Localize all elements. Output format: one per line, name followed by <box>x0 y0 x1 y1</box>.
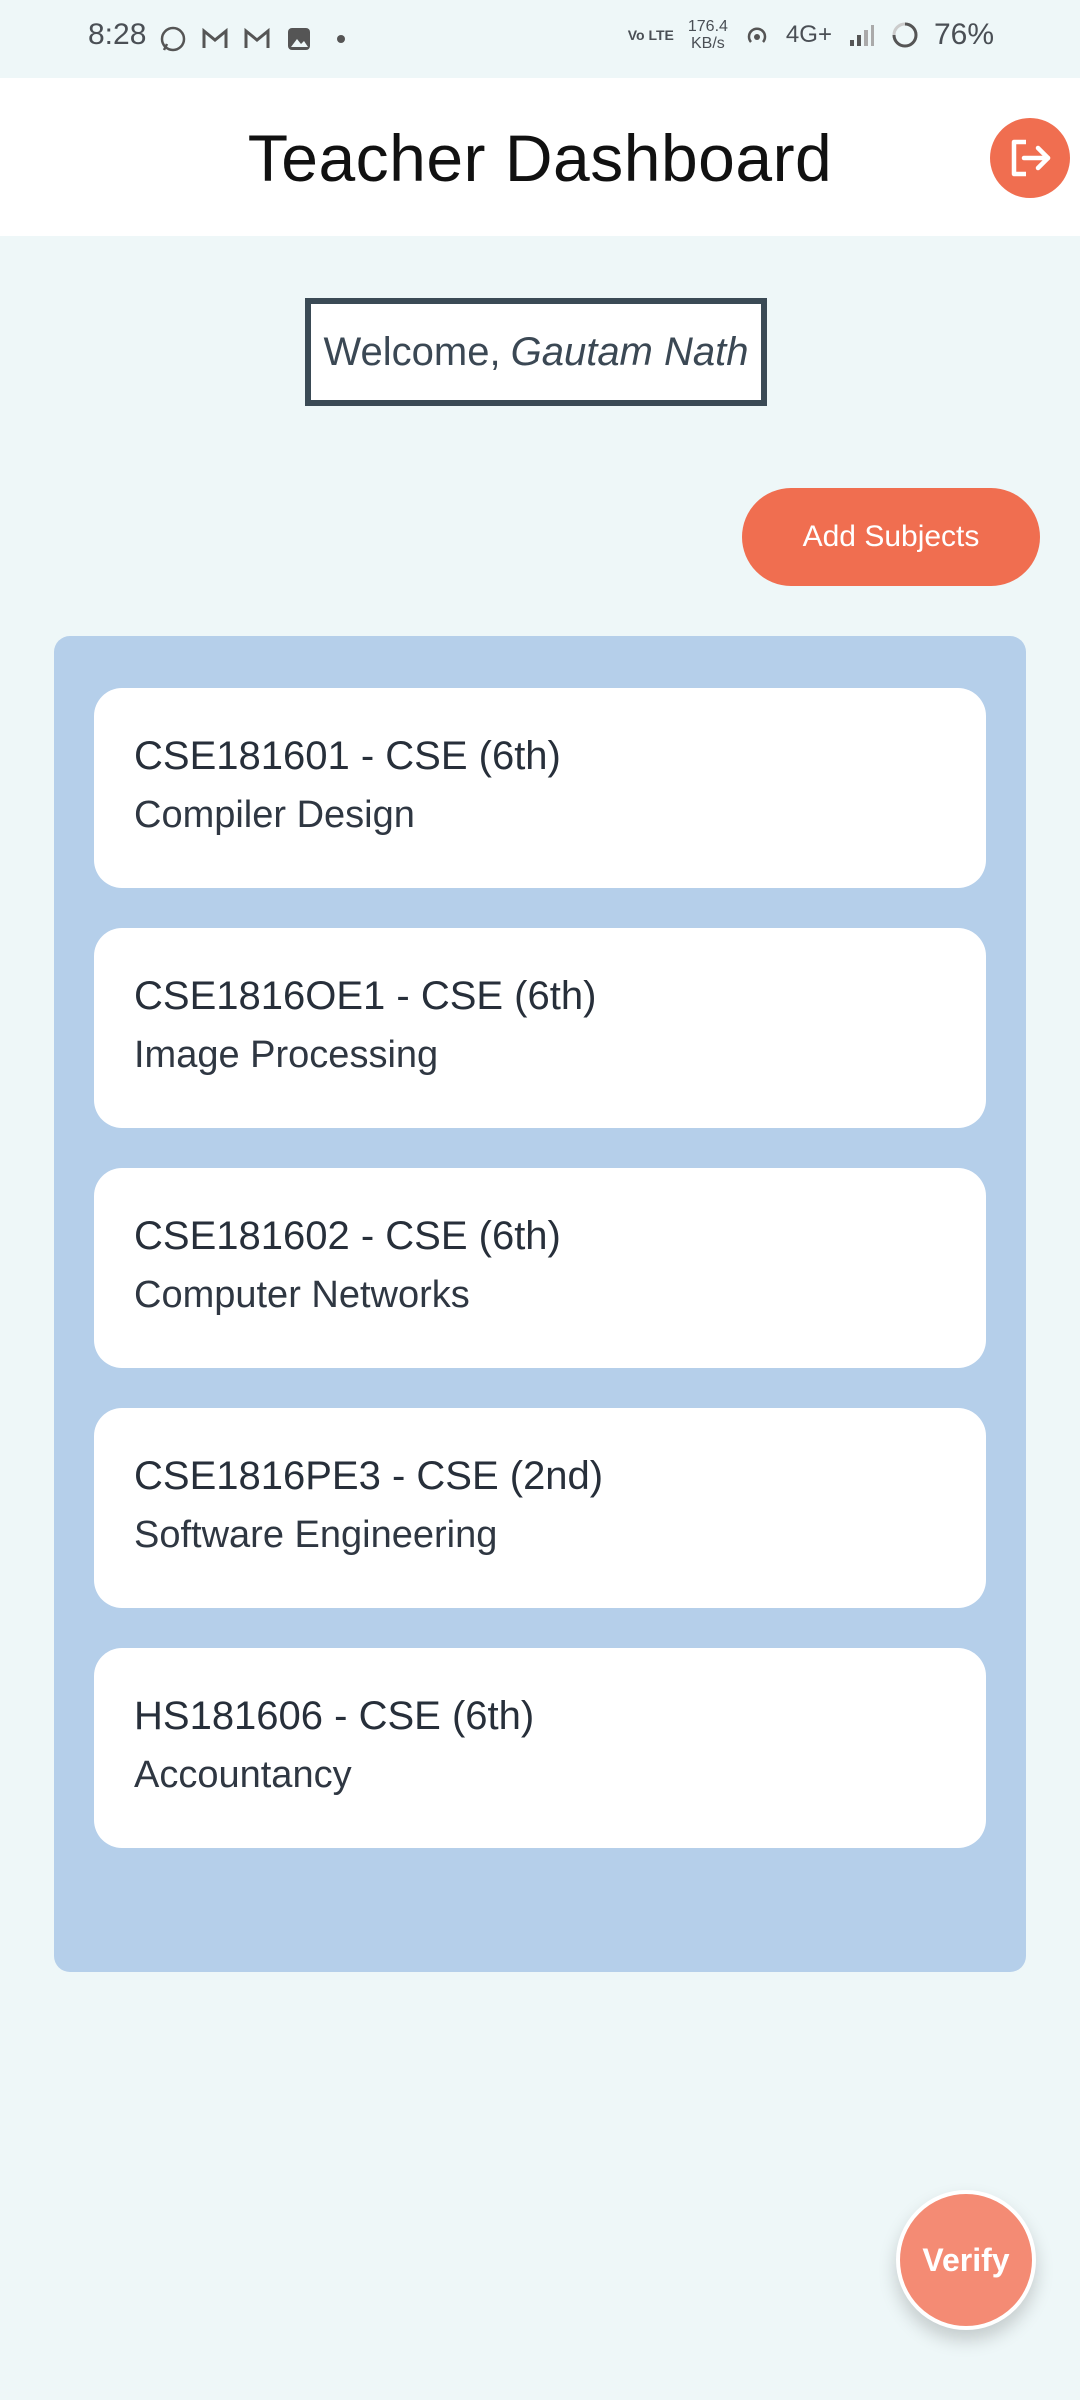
gmail-icon <box>200 24 230 54</box>
volte-indicator: Vo LTE <box>627 27 674 43</box>
page-title: Teacher Dashboard <box>247 121 833 195</box>
subject-card[interactable]: CSE1816PE3 - CSE (2nd) Software Engineer… <box>94 1408 986 1608</box>
welcome-prefix: Welcome, <box>323 329 501 374</box>
add-subjects-button[interactable]: Add Subjects <box>742 488 1040 586</box>
subject-card[interactable]: CSE181602 - CSE (6th) Computer Networks <box>94 1168 986 1368</box>
status-bar: 8:28 Vo LTE 176.4 KB/s 4G+ <box>0 0 1080 78</box>
hotspot-icon <box>742 20 772 50</box>
subject-list: CSE181601 - CSE (6th) Compiler Design CS… <box>54 636 1026 1972</box>
system-icons: Vo LTE 176.4 KB/s 4G+ 76% <box>628 18 994 52</box>
network-type: 4G+ <box>785 21 832 48</box>
logout-icon <box>1011 139 1051 177</box>
battery-icon <box>890 20 920 50</box>
subject-card[interactable]: CSE1816OE1 - CSE (6th) Image Processing <box>94 928 986 1128</box>
whatsapp-icon <box>158 24 188 54</box>
subject-name: Accountancy <box>134 1754 352 1796</box>
app-header: Teacher Dashboard <box>0 78 1080 236</box>
gmail-icon <box>242 24 272 54</box>
subject-code: CSE181601 - CSE (6th) <box>134 734 561 778</box>
logout-button[interactable] <box>990 118 1070 198</box>
speed-value: 176.4 <box>687 18 728 35</box>
subject-code: CSE1816OE1 - CSE (6th) <box>134 974 597 1018</box>
network-speed: 176.4 KB/s <box>688 18 728 52</box>
battery-level: 76% <box>933 18 994 51</box>
status-time: 8:28 <box>88 18 147 51</box>
notification-icons <box>158 24 356 54</box>
subject-name: Software Engineering <box>134 1514 498 1556</box>
subject-card[interactable]: HS181606 - CSE (6th) Accountancy <box>94 1648 986 1848</box>
dot-icon <box>326 24 356 54</box>
signal-icon <box>846 20 876 50</box>
subject-card[interactable]: CSE181601 - CSE (6th) Compiler Design <box>94 688 986 888</box>
subject-code: CSE1816PE3 - CSE (2nd) <box>134 1454 604 1498</box>
speed-unit: KB/s <box>691 35 725 52</box>
teacher-name: Gautam Nath <box>510 329 749 374</box>
welcome-box: Welcome, Gautam Nath <box>305 298 767 406</box>
subject-code: CSE181602 - CSE (6th) <box>134 1214 561 1258</box>
subject-code: HS181606 - CSE (6th) <box>134 1694 535 1738</box>
gallery-icon <box>284 24 314 54</box>
verify-button[interactable]: Verify <box>896 2190 1036 2330</box>
subject-name: Image Processing <box>134 1034 439 1076</box>
subject-name: Compiler Design <box>134 794 415 836</box>
subject-name: Computer Networks <box>134 1274 470 1316</box>
